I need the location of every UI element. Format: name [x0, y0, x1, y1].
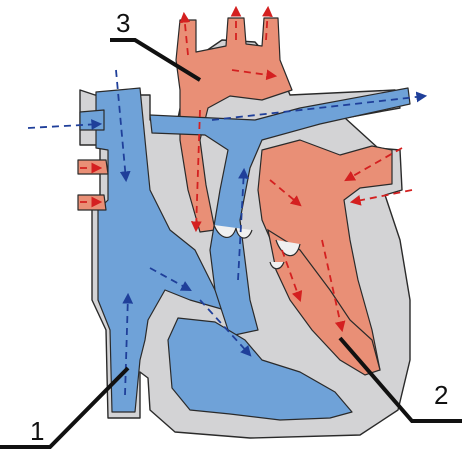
pulmonary-vein-left-upper [78, 160, 108, 174]
label-2: 2 [434, 380, 448, 410]
vena-cava-branch [80, 110, 104, 130]
label-1: 1 [30, 416, 44, 446]
label-3: 3 [116, 8, 130, 38]
